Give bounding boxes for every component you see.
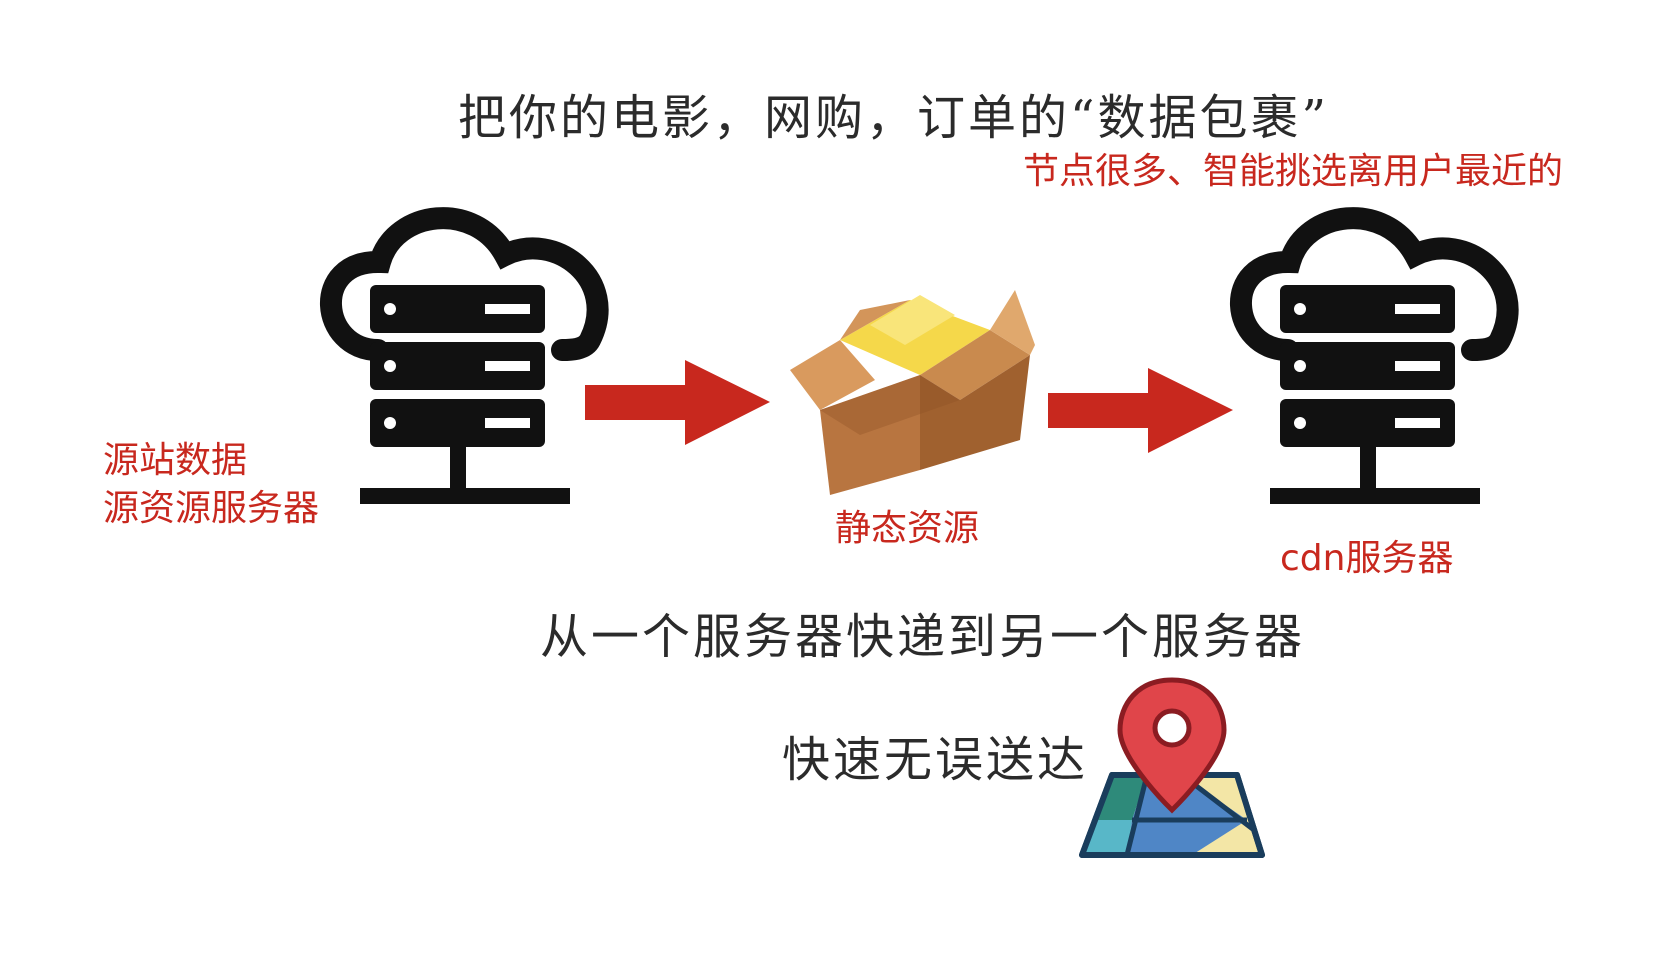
arrow-package-to-cdn [1048,368,1238,453]
cloud-server-icon [320,207,609,504]
origin-server [300,200,620,530]
cdn-node-note: 节点很多、智能挑选离用户最近的 [1023,151,1564,192]
open-box-icon [790,290,1035,495]
transfer-caption: 从一个服务器快递到另一个服务器 [540,609,1306,665]
static-resource-package [780,270,1040,500]
right-arrow-icon [1048,368,1233,453]
origin-label-line1: 源站数据 [103,440,248,481]
map-pin-icon [1079,677,1265,858]
cdn-server [1210,200,1530,530]
delivery-caption: 快速无误送达 [782,732,1089,788]
cdn-label: cdn服务器 [1280,538,1454,579]
arrow-origin-to-package [585,360,775,445]
right-arrow-icon [585,360,770,445]
diagram-title: 把你的电影，网购，订单的“数据包裹” [458,90,1330,146]
cloud-server-icon [1230,207,1519,504]
delivery-map [1072,670,1272,860]
origin-label-line2: 源资源服务器 [103,488,320,529]
package-label: 静态资源 [835,508,980,549]
